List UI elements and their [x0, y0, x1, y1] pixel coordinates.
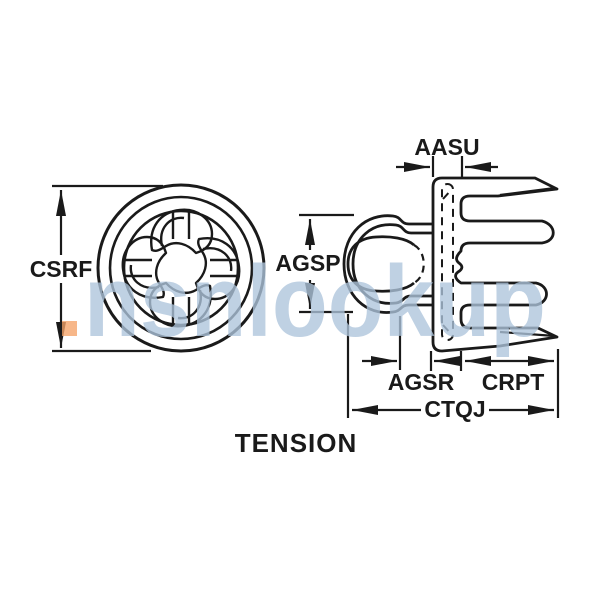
dimension-lines	[52, 156, 560, 418]
dimension-aasu	[396, 156, 498, 177]
watermark-dot	[62, 321, 77, 336]
side-view	[342, 176, 559, 353]
watermark: nsnlookup	[62, 246, 546, 358]
crpt-label: CRPT	[482, 369, 545, 395]
dimension-crpt	[459, 351, 554, 371]
hidden-slot	[441, 183, 454, 341]
agsp-label: AGSP	[275, 250, 340, 276]
dimension-agsr	[362, 316, 460, 371]
eye-hidden-edge	[413, 244, 425, 284]
watermark-text: nsnlookup	[84, 246, 546, 358]
outer-ring	[96, 183, 266, 353]
dimension-ctqj	[346, 314, 560, 418]
caption-tension: TENSION	[235, 428, 358, 458]
agsr-label: AGSR	[388, 369, 455, 395]
part-views	[52, 156, 560, 418]
ctqj-label: CTQJ	[424, 396, 485, 422]
prong-lobes	[121, 208, 241, 328]
body-and-prongs	[431, 176, 559, 353]
aasu-label: AASU	[414, 134, 479, 160]
top-prong-fold-line	[499, 186, 556, 197]
bottom-prong-fold-line	[499, 330, 556, 338]
dimension-csrf	[52, 184, 163, 353]
middle-ring	[108, 195, 254, 341]
label-mask	[421, 396, 489, 422]
label-mask	[275, 251, 341, 277]
csrf-label: CSRF	[30, 256, 93, 282]
eye	[346, 235, 415, 293]
labels: CSRF AASU AGSP AGSR CRPT CTQJ TENSION	[29, 134, 544, 458]
front-view	[96, 183, 266, 353]
loop	[342, 214, 433, 314]
label-mask	[29, 257, 94, 283]
dimension-agsp	[299, 213, 354, 314]
